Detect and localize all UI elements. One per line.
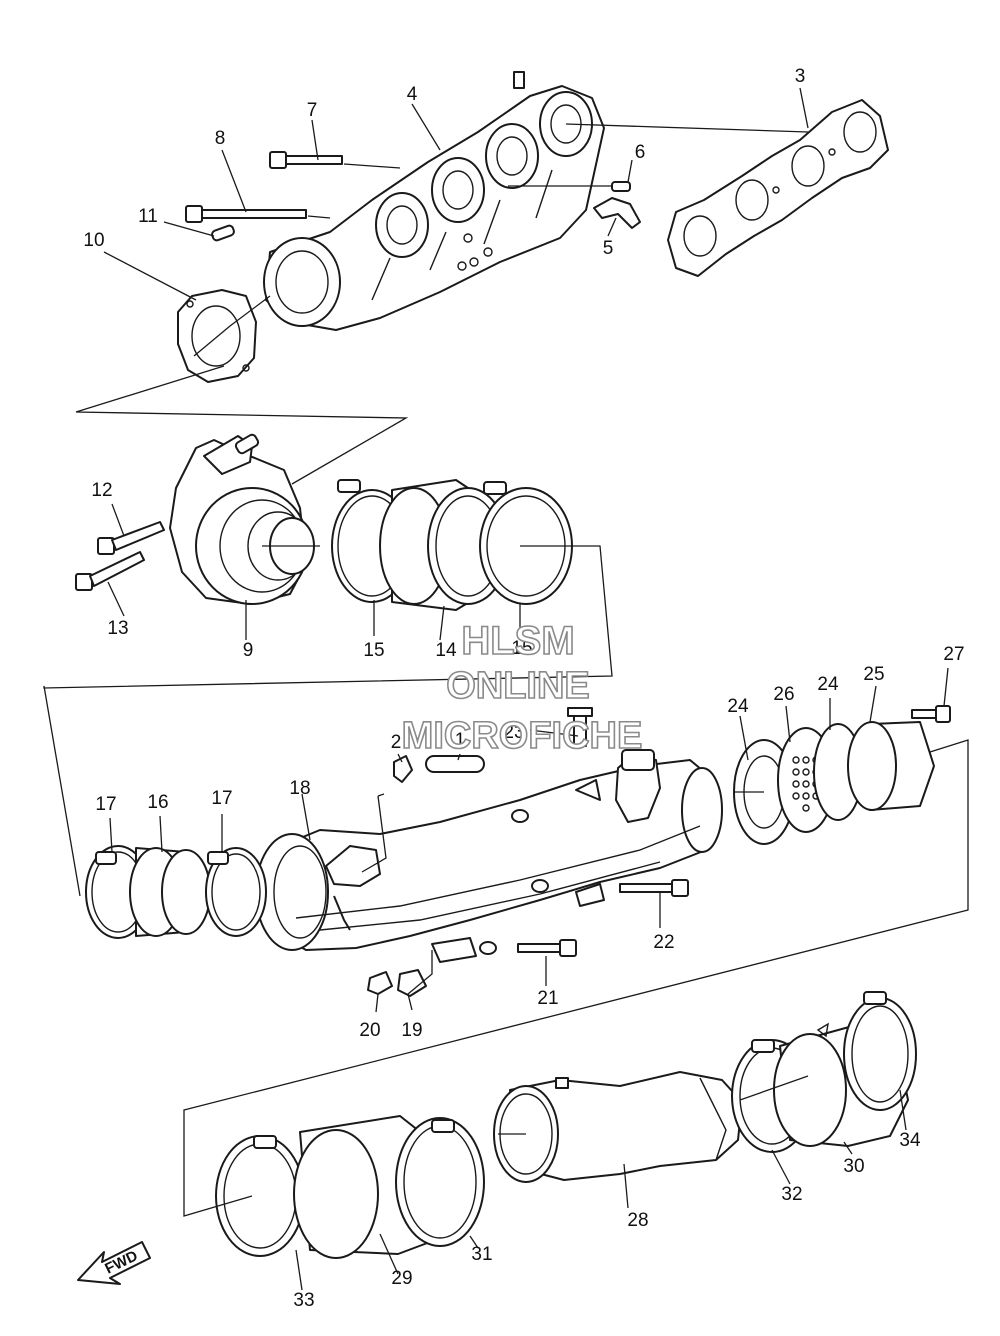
callout-2: 2 <box>391 732 402 753</box>
callout-8: 8 <box>215 128 226 149</box>
callout-numbers: 1 2 3 4 5 6 7 8 9 10 11 12 13 14 15 15 1… <box>83 66 964 1311</box>
watermark-line-2: ONLINE <box>446 665 590 707</box>
callout-24b: 24 <box>817 674 839 695</box>
callout-19: 19 <box>401 1020 422 1041</box>
callout-26: 26 <box>773 684 794 705</box>
callout-23: 23 <box>503 722 524 743</box>
callout-34: 34 <box>899 1130 921 1151</box>
manifold-gasket <box>667 99 889 277</box>
callout-33: 33 <box>293 1290 314 1311</box>
watermark-line-1: HLSM <box>461 619 574 663</box>
callout-20: 20 <box>359 1020 380 1041</box>
callout-16: 16 <box>147 792 168 813</box>
callout-4: 4 <box>407 84 418 105</box>
callout-6: 6 <box>635 142 646 163</box>
callout-11: 11 <box>138 206 158 227</box>
small-hardware <box>367 707 689 997</box>
callout-28: 28 <box>627 1210 648 1231</box>
callout-32: 32 <box>781 1184 802 1205</box>
callout-13: 13 <box>107 618 128 639</box>
callout-17b: 17 <box>211 788 232 809</box>
callout-17a: 17 <box>95 794 116 815</box>
bolts-muffler <box>75 521 165 591</box>
callout-5: 5 <box>603 238 614 259</box>
callout-7: 7 <box>307 100 318 121</box>
callout-24a: 24 <box>727 696 749 717</box>
hose-clamps-middle <box>85 845 267 939</box>
hose-clamps-lower <box>215 991 917 1259</box>
callout-30: 30 <box>843 1156 864 1177</box>
callout-25: 25 <box>863 664 884 685</box>
callout-21: 21 <box>537 988 558 1009</box>
callout-15a: 15 <box>363 640 384 661</box>
callout-3: 3 <box>795 66 806 87</box>
callout-31: 31 <box>471 1244 492 1265</box>
muffler-1 <box>169 433 315 605</box>
callout-29: 29 <box>391 1268 412 1289</box>
callout-9: 9 <box>243 640 254 661</box>
callout-12: 12 <box>91 480 112 501</box>
callout-10: 10 <box>83 230 104 251</box>
callout-18: 18 <box>289 778 310 799</box>
outlet-flange <box>733 705 951 845</box>
callout-15b: 15 <box>511 638 532 659</box>
forward-arrow-icon: FWD <box>77 1241 151 1285</box>
callout-27: 27 <box>943 644 964 665</box>
callout-14: 14 <box>435 640 457 661</box>
callout-22: 22 <box>653 932 674 953</box>
exhaust-pipe <box>493 1071 743 1183</box>
muffler-2 <box>255 749 723 963</box>
hose-clamps-upper <box>331 479 573 611</box>
watermark-line-3: MICROFICHE <box>402 715 643 757</box>
callout-1: 1 <box>455 730 466 751</box>
watermark: HLSM ONLINE MICROFICHE <box>401 618 643 758</box>
leader-lines <box>43 87 969 1291</box>
